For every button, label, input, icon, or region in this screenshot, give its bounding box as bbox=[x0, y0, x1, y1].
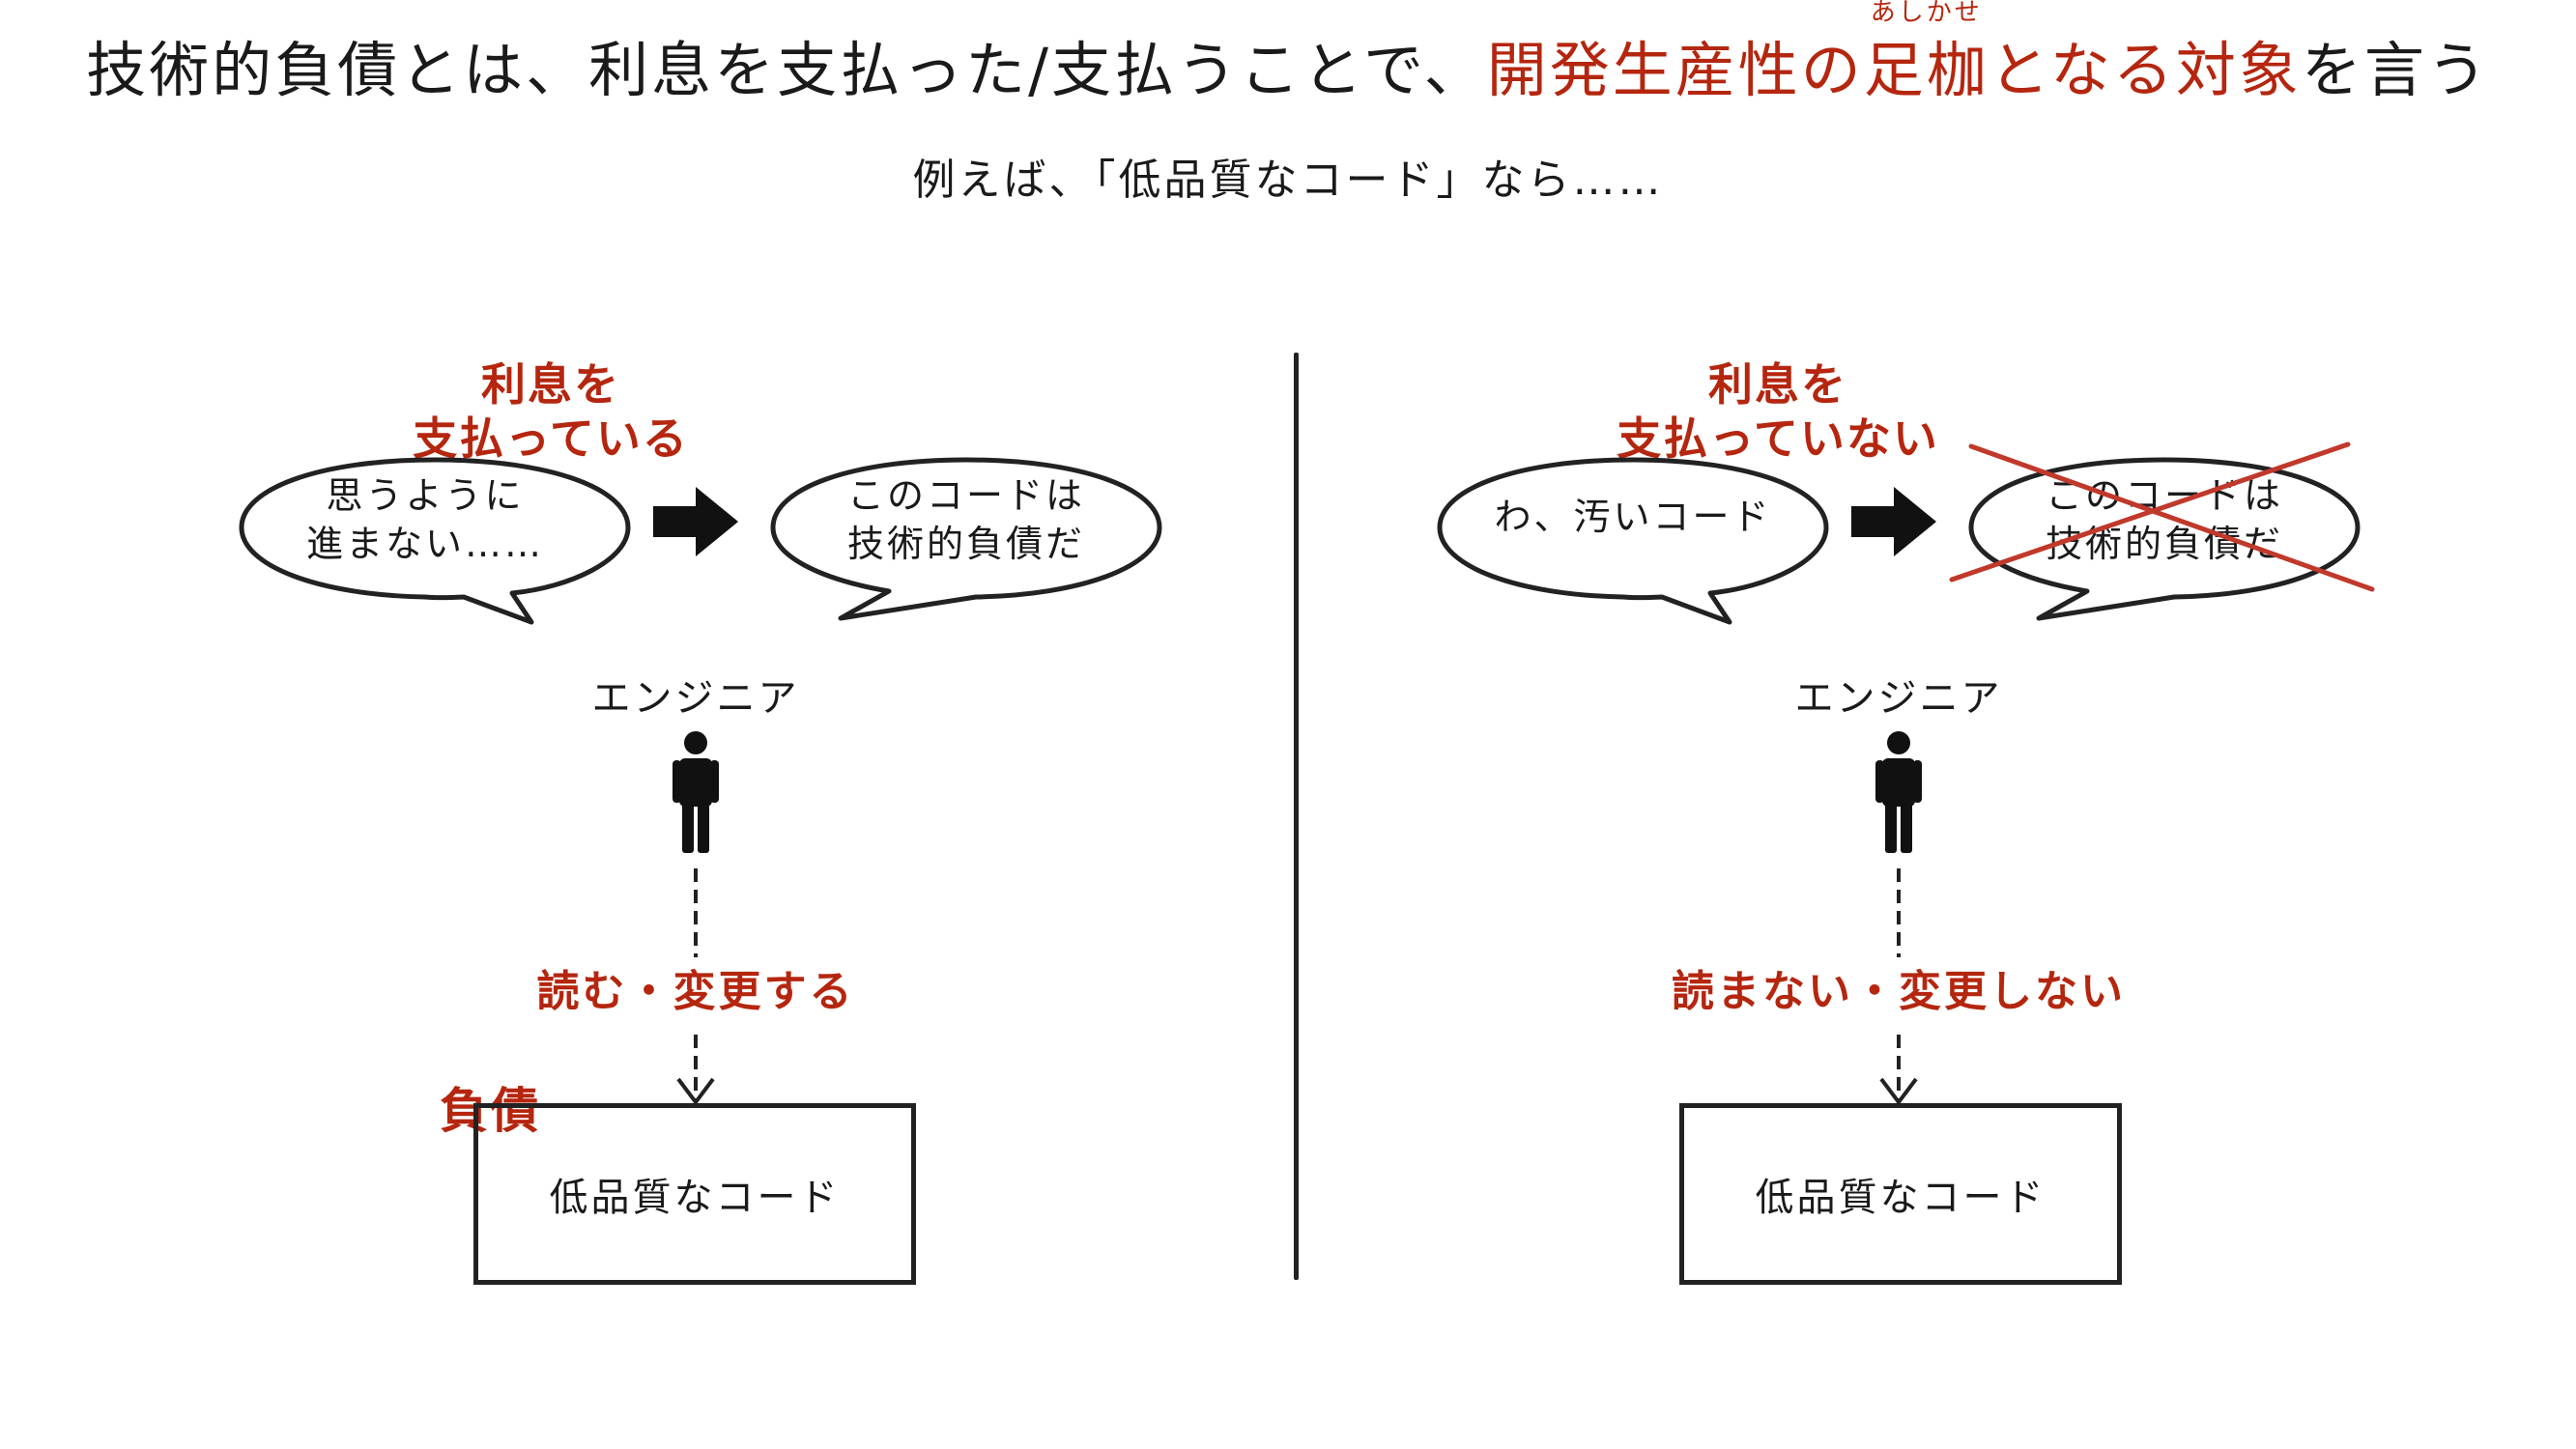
debt-label: 負債 bbox=[440, 1083, 540, 1139]
left-bubble-2-text: このコードは 技術的負債だ bbox=[783, 471, 1150, 568]
left-code-box: 低品質なコード bbox=[473, 1103, 916, 1285]
page-title: 技術的負債とは、利息を支払った/支払うことで、開発生産性の足枷 あしかせとなる対象… bbox=[0, 0, 2576, 114]
right-code-label: 低品質なコード bbox=[1755, 1176, 2046, 1220]
left-bubble-2-line1: このコードは bbox=[846, 474, 1085, 517]
left-interest-line1: 利息を bbox=[481, 358, 620, 411]
left-bubble-1-line2: 進まない…… bbox=[305, 523, 544, 565]
right-bubble-1-text: わ、汚いコード bbox=[1494, 496, 1772, 538]
right-arrow-icon bbox=[1851, 487, 1936, 556]
person-icon bbox=[1875, 731, 1922, 853]
left-interest-label: 利息を 支払っている bbox=[348, 357, 754, 466]
left-engineer-label: エンジニア bbox=[591, 676, 800, 721]
title-ruby-base: 足枷あしかせ bbox=[1863, 0, 1989, 105]
down-arrow-icon bbox=[1879, 868, 1918, 1106]
right-arrow-icon bbox=[653, 487, 738, 556]
right-speech-bubble-1 bbox=[1437, 457, 1829, 625]
right-interest-label: 利息を 支払っていない bbox=[1565, 357, 1990, 466]
right-interest-line1: 利息を bbox=[1708, 358, 1847, 411]
cross-out-icon bbox=[1949, 441, 2375, 592]
title-highlight-1: 開発生産性の bbox=[1486, 35, 1864, 105]
right-action-label: 読まない・変更しない bbox=[1672, 967, 2126, 1016]
left-speech-bubble-1 bbox=[239, 457, 631, 625]
left-bubble-2-line2: 技術的負債だ bbox=[846, 523, 1085, 565]
left-interest-line2: 支払っている bbox=[413, 412, 689, 465]
left-speech-bubble-2 bbox=[770, 457, 1162, 621]
person-icon bbox=[673, 731, 719, 853]
ruby-reading: あしかせ bbox=[1870, 0, 1983, 27]
right-code-box: 低品質なコード bbox=[1679, 1103, 2122, 1285]
subtitle: 例えば、「低品質なコード」なら…… bbox=[912, 156, 1664, 205]
title-highlight-2: となる対象 bbox=[1989, 35, 2302, 105]
title-suffix: を言う bbox=[2301, 35, 2490, 105]
right-engineer-label: エンジニア bbox=[1794, 676, 2003, 721]
left-bubble-1-line1: 思うように bbox=[326, 474, 525, 517]
right-interest-line2: 支払っていない bbox=[1617, 412, 1939, 465]
left-action-label: 読む・変更する bbox=[536, 967, 855, 1016]
down-arrow-icon bbox=[676, 868, 715, 1106]
left-bubble-1-text: 思うように 進まない…… bbox=[251, 471, 599, 568]
ruby-base-text: 足枷 bbox=[1863, 35, 1989, 105]
right-speech-bubble-2 bbox=[1968, 457, 2361, 621]
left-code-label: 低品質なコード bbox=[549, 1176, 841, 1220]
center-divider bbox=[1294, 353, 1299, 1280]
title-prefix: 技術的負債とは、利息を支払った/支払うことで、 bbox=[86, 35, 1487, 105]
